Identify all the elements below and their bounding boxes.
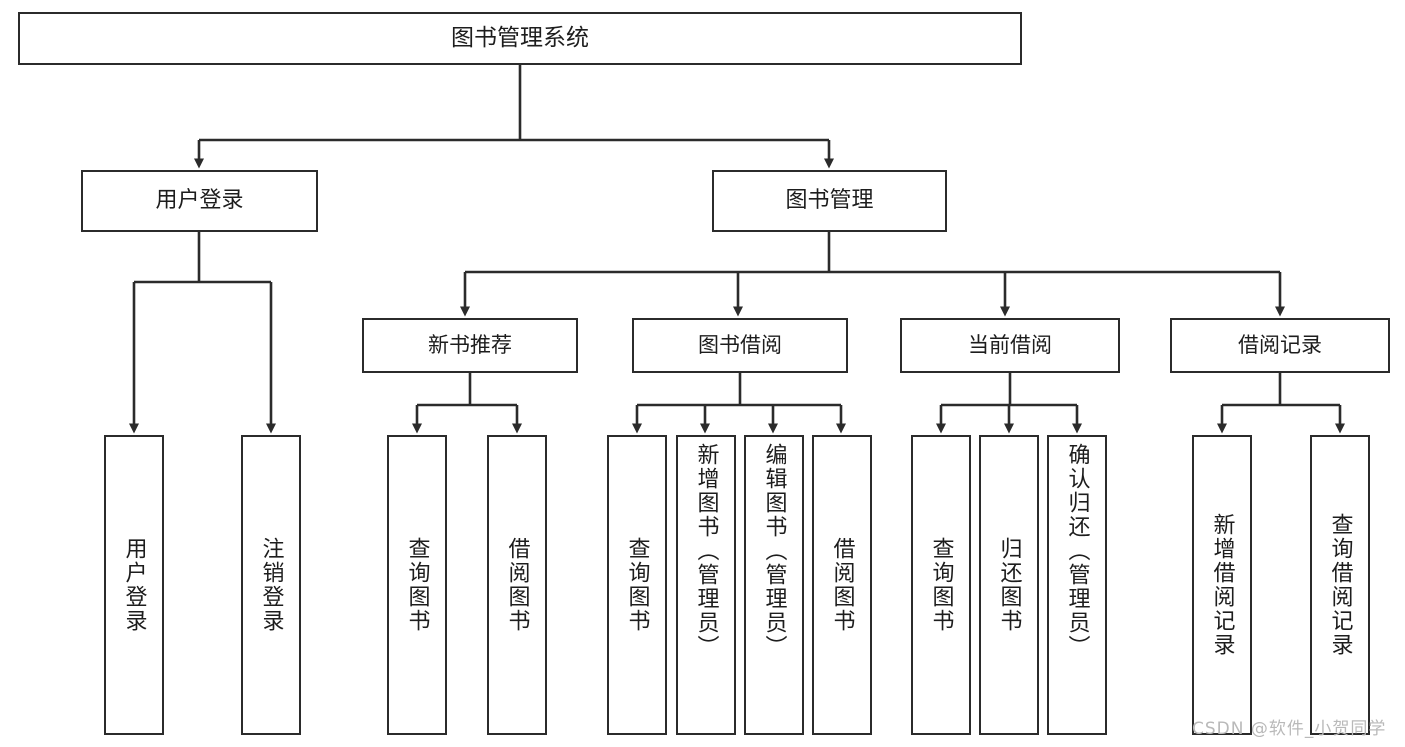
leaf-confirm-return-admin[interactable]: 确认归还（管理员） [1047,435,1107,735]
leaf-borrow-book-recommend[interactable]: 借阅图书 [487,435,547,735]
node-new-book-recommend[interactable]: 新书推荐 [362,318,578,373]
leaf-query-book-recommend[interactable]: 查询图书 [387,435,447,735]
leaf-borrow-book[interactable]: 借阅图书 [812,435,872,735]
leaf-user-login[interactable]: 用户登录 [104,435,164,735]
leaf-add-book-admin[interactable]: 新增图书（管理员） [676,435,736,735]
node-current-borrow[interactable]: 当前借阅 [900,318,1120,373]
leaf-query-book-borrow[interactable]: 查询图书 [607,435,667,735]
leaf-edit-book-admin[interactable]: 编辑图书（管理员） [744,435,804,735]
node-root[interactable]: 图书管理系统 [18,12,1022,65]
node-borrow-record[interactable]: 借阅记录 [1170,318,1390,373]
leaf-query-book-current[interactable]: 查询图书 [911,435,971,735]
node-user-login[interactable]: 用户登录 [81,170,318,232]
csdn-watermark: CSDN @软件_小贺同学 [1192,719,1387,739]
leaf-query-borrow-record[interactable]: 查询借阅记录 [1310,435,1370,735]
node-book-borrow[interactable]: 图书借阅 [632,318,848,373]
leaf-logout[interactable]: 注销登录 [241,435,301,735]
leaf-add-borrow-record[interactable]: 新增借阅记录 [1192,435,1252,735]
node-book-management[interactable]: 图书管理 [712,170,947,232]
leaf-return-book[interactable]: 归还图书 [979,435,1039,735]
